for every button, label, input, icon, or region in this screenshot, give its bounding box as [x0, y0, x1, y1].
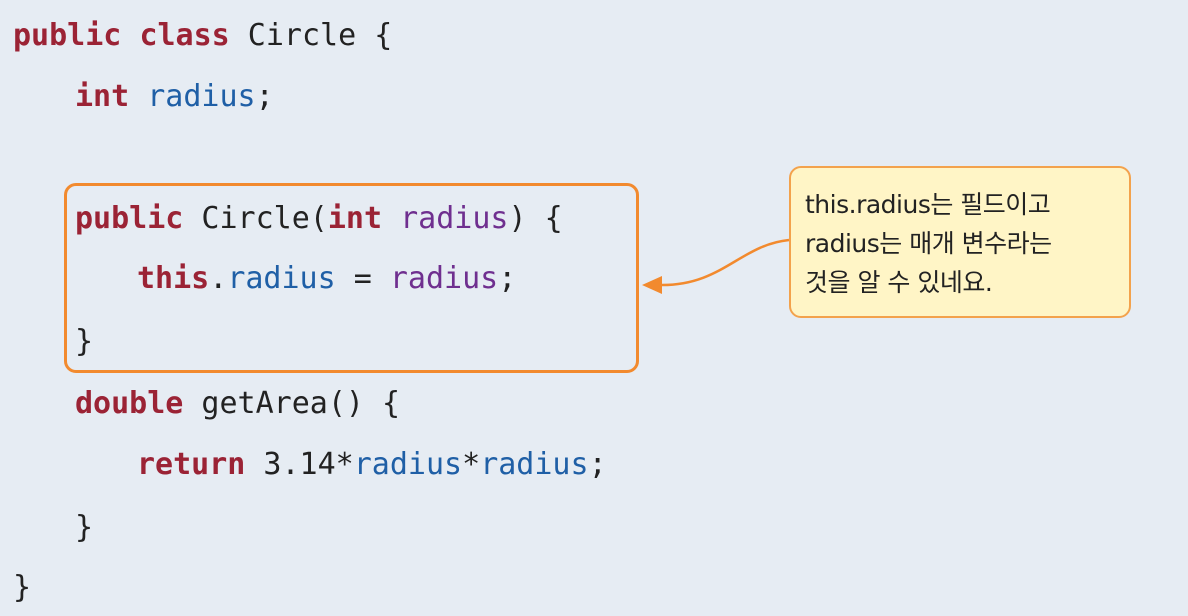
code-token-pln: ) { — [508, 201, 563, 236]
code-token-kw: public — [13, 18, 122, 53]
code-token-kw: int — [75, 79, 130, 114]
code-line: return 3.14*radius*radius; — [137, 445, 607, 485]
code-token-pln: Circle( — [183, 201, 328, 236]
code-line: this.radius = radius; — [137, 259, 516, 299]
code-token-pln: } — [75, 510, 94, 545]
code-token-kw: class — [139, 18, 230, 53]
code-token-pln: ; — [498, 261, 517, 296]
code-token-pln: } — [75, 324, 94, 359]
code-line: public class Circle { — [13, 16, 392, 56]
code-token-kw: double — [75, 386, 184, 421]
code-token-kw: int — [327, 201, 383, 236]
code-token-pln: getArea() { — [183, 386, 401, 421]
callout-arrow-line — [659, 238, 790, 287]
code-token-pln: ; — [588, 447, 607, 482]
callout-arrow-head — [642, 276, 662, 294]
code-token-fld: radius — [147, 79, 256, 114]
code-token-fld: radius — [353, 447, 463, 482]
code-token-kw: return — [137, 447, 246, 482]
code-token-pln: . — [209, 261, 228, 296]
code-token-pln: 3.14* — [245, 447, 354, 482]
code-line: } — [75, 322, 93, 362]
code-token-pln: ; — [255, 79, 274, 114]
code-line: public Circle(int radius) { — [75, 199, 563, 239]
callout-line: this.radius는 필드이고 — [805, 190, 1051, 219]
code-line: double getArea() { — [75, 384, 400, 424]
code-token-fld: radius — [480, 447, 589, 482]
code-token-pln: = — [335, 261, 390, 296]
code-token-pln: } — [13, 570, 32, 605]
code-token-fld: radius — [227, 261, 336, 296]
explanation-callout: this.radius는 필드이고 radius는 매개 변수라는 것을 알 수… — [789, 166, 1131, 318]
code-line: } — [13, 568, 31, 608]
code-token-kw: public — [75, 201, 184, 236]
callout-line: radius는 매개 변수라는 — [805, 229, 1052, 258]
code-token-pln: Circle { — [229, 18, 393, 53]
code-token-pln: * — [462, 447, 481, 482]
code-token-par: radius — [389, 261, 499, 296]
code-token-par: radius — [400, 201, 509, 236]
code-line: int radius; — [75, 77, 274, 117]
code-token-kw: this — [137, 261, 210, 296]
code-line: } — [75, 508, 93, 548]
constructor-highlight-box — [64, 183, 639, 373]
callout-line: 것을 알 수 있네요. — [805, 268, 993, 297]
